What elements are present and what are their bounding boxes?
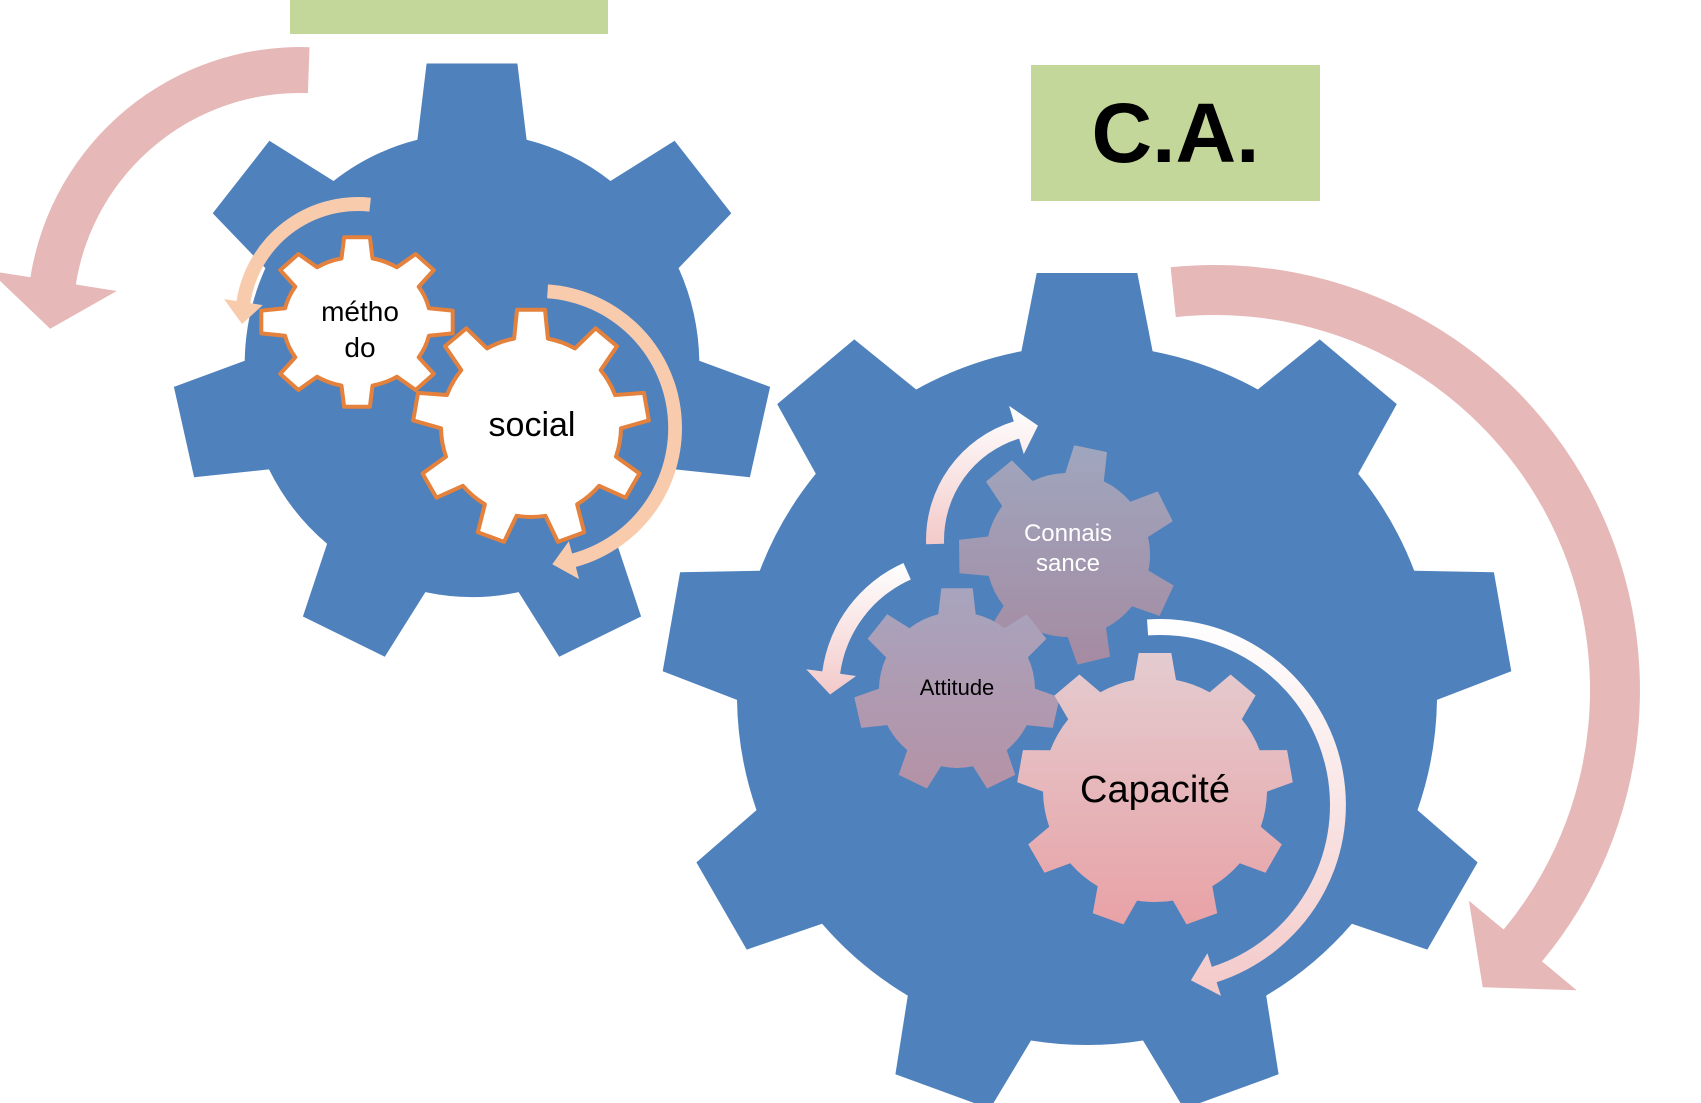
right-curved-arrow-icon xyxy=(1170,264,1640,991)
top-label-box xyxy=(290,0,608,34)
ca-label-text: C.A. xyxy=(1091,86,1260,180)
capacite-label: Capacité xyxy=(1080,769,1230,811)
arrows-front-layer xyxy=(224,197,1346,996)
arrows-layer xyxy=(0,47,1640,991)
connaissance-label-line1: Connais xyxy=(1024,520,1112,547)
gears-layer xyxy=(173,63,1512,1103)
capacite-gear-icon xyxy=(1017,653,1293,925)
metho-label-line1: métho xyxy=(321,296,399,327)
attitude-curved-arrow-icon xyxy=(806,563,911,695)
social-label: social xyxy=(489,406,576,444)
connaissance-gear-icon xyxy=(959,445,1174,665)
metho-gear-icon xyxy=(259,235,455,409)
ca-label-box: C.A. xyxy=(1031,65,1320,201)
connaissance-curved-arrow-icon xyxy=(926,405,1038,545)
metho-label-line2: do xyxy=(344,332,375,363)
attitude-gear-icon xyxy=(854,588,1060,789)
connaissance-label-line2: sance xyxy=(1036,550,1100,577)
metho-curved-arrow-icon xyxy=(224,197,371,324)
top-left-curved-arrow-icon xyxy=(0,47,310,329)
social-gear-icon xyxy=(411,307,651,544)
attitude-label: Attitude xyxy=(920,675,995,700)
social-curved-arrow-icon xyxy=(547,284,682,580)
